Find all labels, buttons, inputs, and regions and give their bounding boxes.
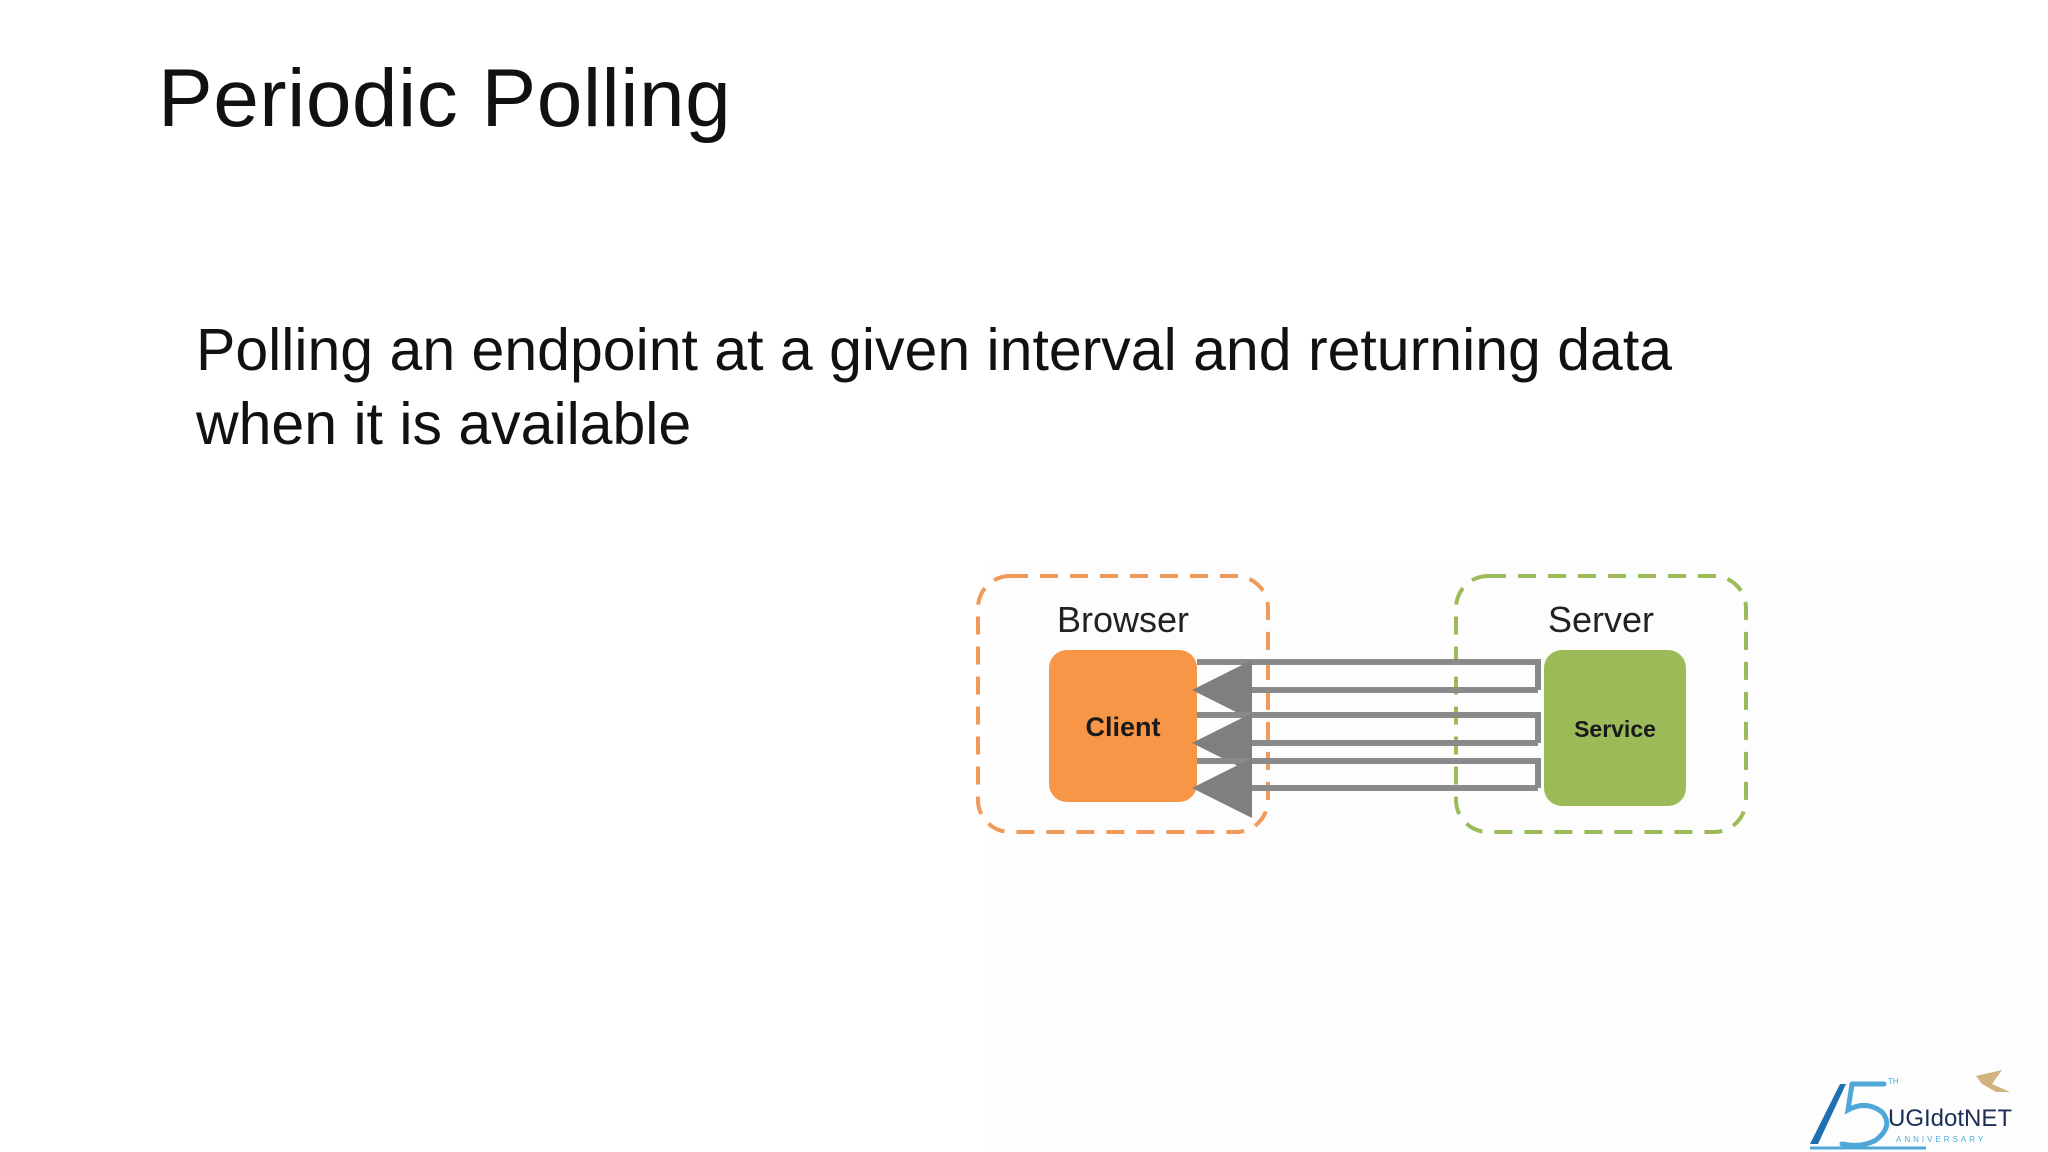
- polling-arrows: [1192, 659, 1541, 818]
- logo-one-stroke: [1810, 1084, 1846, 1144]
- request-line-1: [1197, 659, 1541, 690]
- logo-name: UGIdotNET: [1888, 1105, 2012, 1132]
- service-label: Service: [1574, 716, 1656, 742]
- client-label: Client: [1085, 712, 1160, 742]
- logo-subtitle: ANNIVERSARY: [1896, 1135, 1986, 1144]
- ugidotnet-anniversary-logo: TH UGIdotNET ANNIVERSARY: [1810, 1070, 2012, 1150]
- request-line-3: [1197, 758, 1541, 788]
- browser-label: Browser: [1057, 599, 1189, 640]
- browser-container: [976, 574, 1270, 834]
- client-box: [1049, 650, 1197, 802]
- logo-superscript: TH: [1888, 1077, 1899, 1086]
- service-box: [1544, 650, 1686, 806]
- slide-body-text: Polling an endpoint at a given interval …: [196, 317, 1673, 457]
- polling-diagram: Browser Server Client Service: [976, 574, 1748, 834]
- logo-five-stroke: [1839, 1081, 1890, 1148]
- request-line-2: [1197, 712, 1541, 743]
- slide-title: Periodic Polling: [158, 53, 732, 144]
- server-container: [1454, 574, 1748, 834]
- server-label: Server: [1548, 599, 1654, 640]
- plane-icon: [1976, 1070, 2010, 1092]
